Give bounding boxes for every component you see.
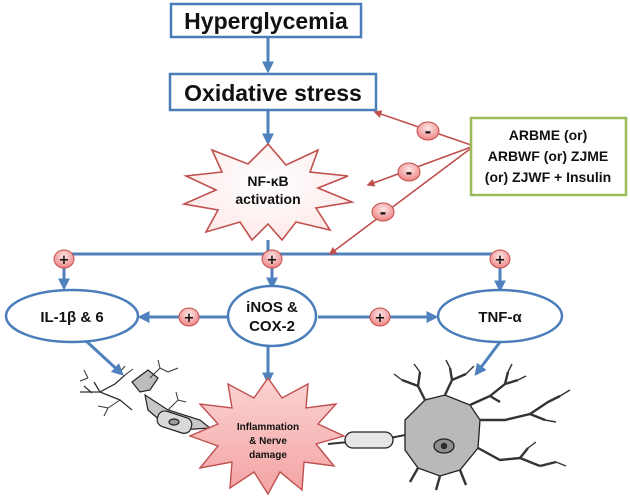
treatment-node: ARBME (or) ARBWF (or) ZJME (or) ZJWF + I… (469, 116, 628, 197)
inos-label-line-2: COX-2 (249, 318, 295, 335)
arrow-tnf-to-neuron (474, 341, 502, 376)
treatment-line-3: (or) ZJWF + Insulin (485, 169, 611, 185)
oxidative-stress-node: Oxidative stress (168, 72, 378, 112)
hyperglycemia-label: Hyperglycemia (184, 8, 348, 34)
inhibit-badge-branch: - (371, 202, 395, 222)
treatment-line-2: ARBWF (or) ZJME (488, 148, 609, 164)
inhibition-arrows (328, 110, 475, 255)
promote-sign: + (495, 253, 506, 268)
treatment-line-1: ARBME (or) (509, 127, 588, 143)
inflammation-label-line-2: & Nerve (249, 436, 287, 447)
inflammation-node: Inflammation & Nerve damage (188, 376, 347, 496)
neuron-right-illustration (327, 359, 571, 491)
nfkb-label-line-1: NF-κB (247, 173, 288, 189)
promote-sign: + (375, 311, 386, 326)
promote-badge-inos-il: + (178, 307, 200, 327)
inflammation-label-line-3: damage (249, 450, 287, 461)
inos-node: iNOS & COX-2 (226, 284, 318, 348)
hyperglycemia-node: Hyperglycemia (169, 2, 363, 39)
arrow-il-to-neuron (83, 338, 124, 376)
promote-badge-inos-tnf: + (369, 307, 391, 327)
inhibit-badge-oxidative: - (416, 121, 440, 141)
neuron-left-illustration (79, 359, 212, 434)
il-label: IL-1β & 6 (40, 309, 103, 326)
nfkb-label-line-2: activation (235, 191, 300, 207)
promote-badge-inos: + (261, 249, 283, 269)
promote-sign: + (59, 253, 70, 268)
inhibit-sign: - (425, 122, 432, 141)
nfkb-node: NF-κB activation (181, 142, 355, 242)
tnf-node: TNF-α (436, 288, 564, 344)
inhibit-sign: - (406, 163, 413, 182)
il-node: IL-1β & 6 (4, 288, 140, 344)
inhibit-badge-nfkb: - (397, 162, 421, 182)
promote-sign: + (267, 253, 278, 268)
inhibit-sign: - (380, 203, 387, 222)
promote-badge-tnf: + (489, 249, 511, 269)
promote-sign: + (184, 311, 195, 326)
oxidative-stress-label: Oxidative stress (184, 80, 362, 106)
tnf-label: TNF-α (478, 309, 522, 326)
promote-badge-il: + (53, 249, 75, 269)
inflammation-label-line-1: Inflammation (237, 422, 299, 433)
inos-label-line-1: iNOS & (246, 299, 298, 316)
